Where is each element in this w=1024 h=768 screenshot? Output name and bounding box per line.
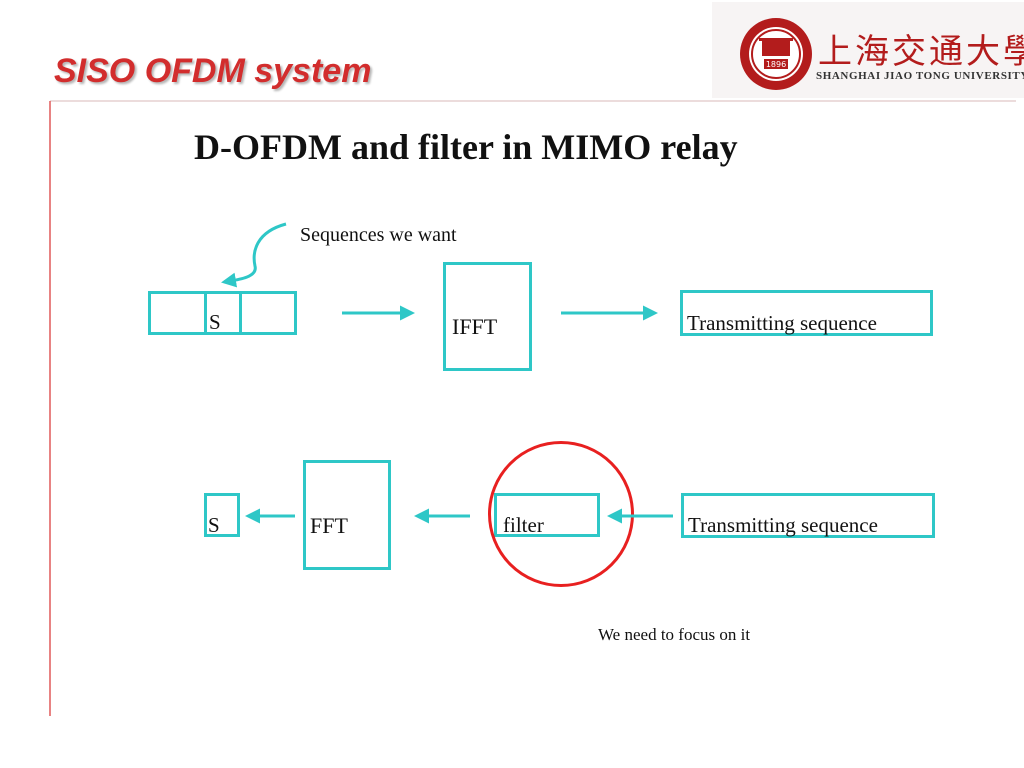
slide-heading: D-OFDM and filter in MIMO relay [194,127,738,167]
annotation-focus: We need to focus on it [598,625,751,644]
sequence-cell-right [239,291,297,335]
tx-s-label: S [209,310,221,334]
university-name-english: SHANGHAI JIAO TONG UNIVERSITY [816,70,1024,82]
filter-highlight-circle [488,441,634,587]
fft-label: FFT [310,513,348,538]
university-name-chinese: 上海交通大學 [818,32,1024,72]
tx-output-label: Transmitting sequence [687,311,877,335]
curved-pointer-arrow [221,222,287,288]
slide-title: SISO OFDM system [54,52,372,90]
ifft-label: IFFT [452,314,498,339]
university-logo: 1896 上海交通大學 SHANGHAI JIAO TONG UNIVERSIT… [700,0,1024,100]
rx-input-label: Transmitting sequence [688,513,878,537]
annotation-sequences-we-want: Sequences we want [300,224,457,246]
rx-s-label: S [208,513,220,537]
rx-input-block [681,493,935,538]
seal-year: 1896 [766,60,786,69]
fft-block [303,460,391,570]
rx-s-block [204,493,240,537]
tx-output-block [680,290,933,336]
university-seal-icon: 1896 [740,18,812,90]
ifft-block [443,262,532,371]
